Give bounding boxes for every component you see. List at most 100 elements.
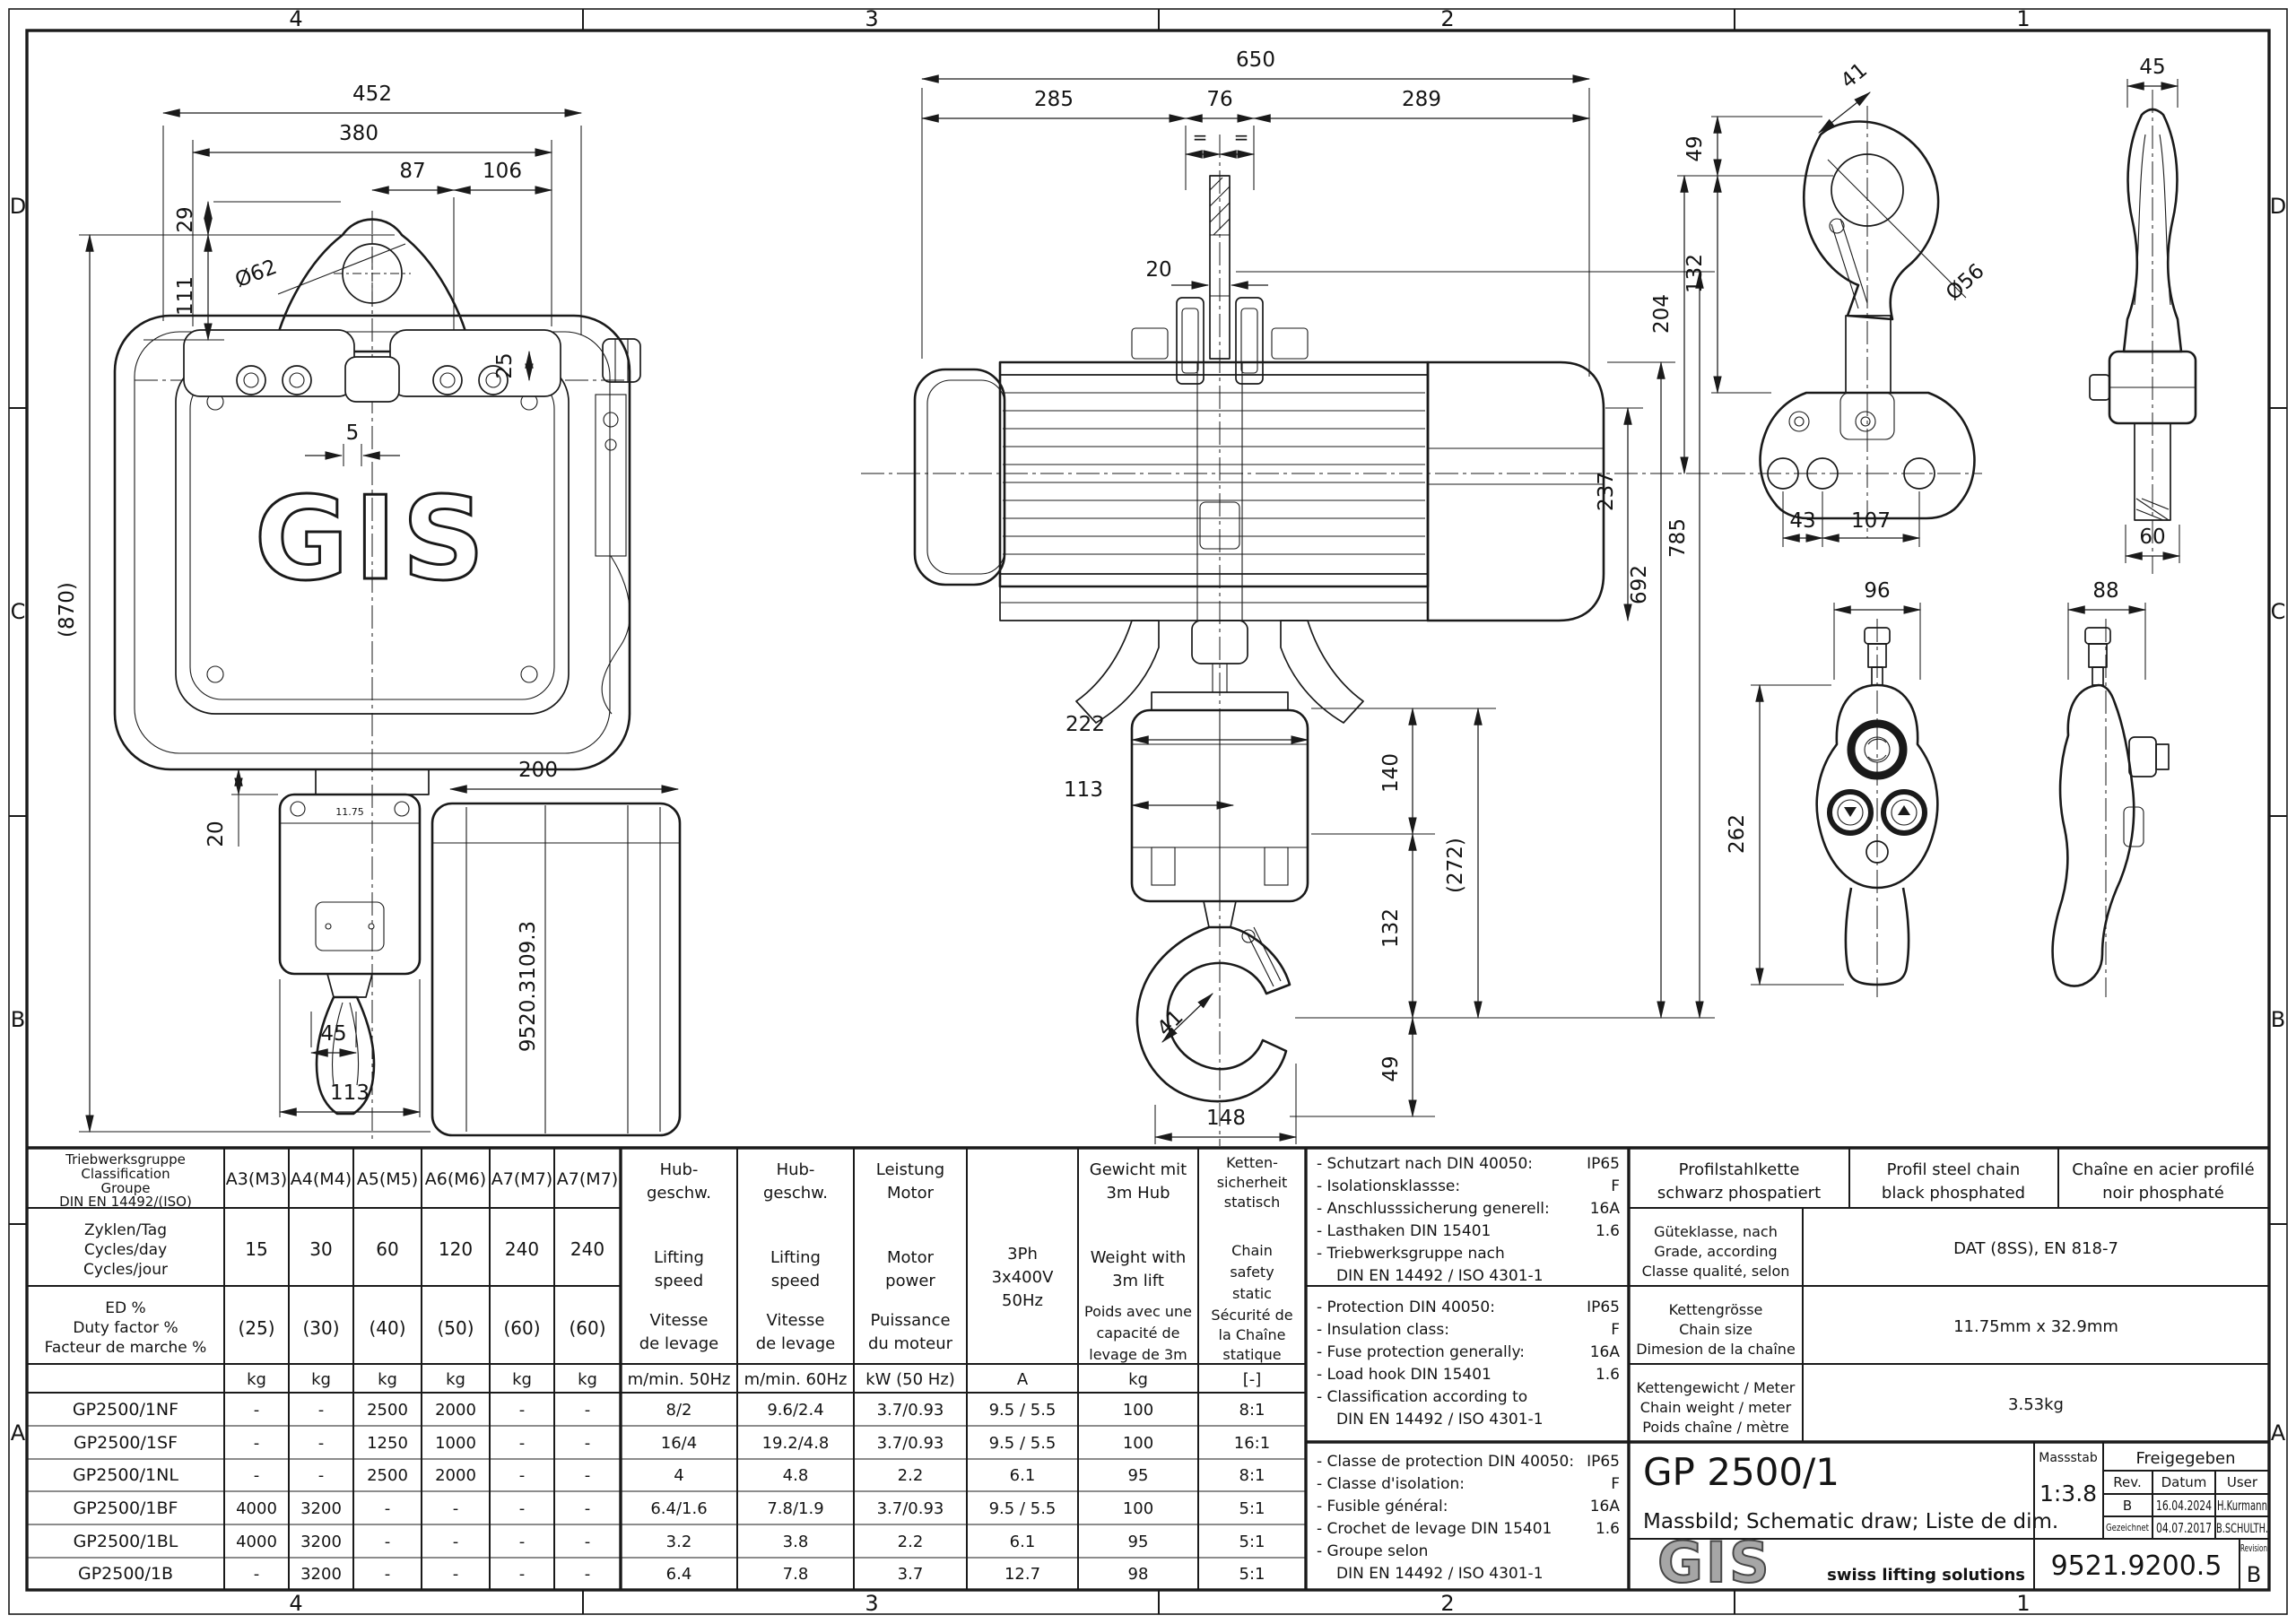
spec-cell: -: [453, 1533, 459, 1551]
gis-logo-titleblock: GIS: [1657, 1530, 1772, 1595]
spec-cell: -: [453, 1565, 459, 1584]
dim-41-side: 41: [1153, 1006, 1188, 1041]
dim-285: 285: [1034, 88, 1074, 111]
duty-value: (60): [503, 1317, 540, 1339]
chain-safety-header: sicherheit: [1217, 1174, 1288, 1191]
spec-cell: -: [585, 1434, 591, 1453]
dim-452: 452: [352, 83, 392, 106]
dim-289: 289: [1402, 88, 1441, 111]
spec-cell: 98: [1128, 1565, 1149, 1584]
drawn-label: Gezeichnet: [2106, 1522, 2150, 1533]
spec-cell: -: [519, 1434, 526, 1453]
duty-value: (60): [569, 1317, 605, 1339]
weight-header: Weight with: [1091, 1248, 1187, 1267]
zone-right-b: B: [2271, 1007, 2285, 1032]
weight-header: levage de 3m: [1089, 1346, 1187, 1363]
spec-cell: 7.8: [783, 1565, 809, 1584]
zone-top-3: 3: [865, 6, 878, 31]
chain-size-label: Kettengrösse: [1669, 1301, 1763, 1318]
spec-cell: 2.2: [898, 1533, 924, 1551]
power-header: power: [885, 1272, 935, 1290]
hub60-header: Hub-: [777, 1160, 815, 1179]
note-de: - Anschlusssicherung generell:: [1317, 1200, 1550, 1218]
hub60-header: Lifting: [770, 1248, 821, 1267]
chain-safety-header: static: [1232, 1285, 1272, 1302]
phase-header: 3Ph: [1007, 1245, 1038, 1264]
chainbox-part-number: 9520.3109.3: [517, 921, 540, 1052]
spec-cell: 12.7: [1004, 1565, 1040, 1584]
rev-date: 16.04.2024: [2156, 1498, 2212, 1514]
dim-111: 111: [174, 276, 197, 316]
note-de-value: 1.6: [1596, 1222, 1620, 1240]
spec-cell: 2500: [367, 1466, 408, 1485]
cycles-label: Zyklen/Tag: [84, 1221, 167, 1239]
note-fr: - Classe de protection DIN 40050:: [1317, 1453, 1574, 1471]
note-en-value: 16A: [1590, 1343, 1621, 1361]
spec-cell: -: [318, 1466, 325, 1485]
spec-cell: 3.7/0.93: [877, 1434, 944, 1453]
chain-safety-header: safety: [1230, 1264, 1274, 1281]
duty-value: (25): [238, 1317, 274, 1339]
zone-bottom-1: 1: [2016, 1591, 2030, 1616]
spec-cell: 7.8/1.9: [767, 1499, 823, 1518]
note-de: - Isolationsklassse:: [1317, 1177, 1460, 1195]
arrow-down-icon: [1844, 807, 1857, 817]
rev-letter: B: [2123, 1498, 2132, 1514]
spec-cell: 19.2/4.8: [762, 1434, 830, 1453]
note-en-value: F: [1611, 1321, 1620, 1339]
spec-cell: 3.7: [898, 1565, 924, 1584]
spec-cell: 100: [1123, 1401, 1153, 1420]
spec-cell: -: [254, 1434, 260, 1453]
weight-header: 3m Hub: [1106, 1184, 1170, 1203]
spec-cell: 5:1: [1239, 1565, 1265, 1584]
spec-cell: 2500: [367, 1401, 408, 1420]
spec-cell: -: [585, 1565, 591, 1584]
dim-88: 88: [2092, 579, 2118, 603]
grade-label: Grade, according: [1654, 1243, 1777, 1260]
spec-cell: 9.5 / 5.5: [989, 1401, 1057, 1420]
pendant-side-view: 88: [2051, 579, 2170, 987]
duty-label: ED %: [105, 1299, 145, 1317]
spec-cell: 16:1: [1234, 1434, 1270, 1453]
model-name: GP2500/1BF: [74, 1498, 178, 1518]
hub60-header: de levage: [756, 1334, 835, 1353]
chain-size-label: Dimesion de la chaîne: [1636, 1341, 1796, 1358]
dim-262: 262: [1726, 814, 1749, 854]
gis-logo-front: GIS: [255, 473, 491, 606]
group-header: A6(M6): [425, 1169, 486, 1189]
hub50-header: de levage: [639, 1334, 718, 1353]
chain-weight-label: Chain weight / meter: [1640, 1399, 1792, 1416]
hub50-header: Lifting: [654, 1248, 704, 1267]
spec-cell: 3.2: [666, 1533, 692, 1551]
spec-cell: 4000: [236, 1533, 277, 1551]
spec-cell: 100: [1123, 1499, 1153, 1518]
dim-43: 43: [1789, 509, 1815, 533]
centerlines: [135, 90, 2153, 1146]
model-name: GP2500/1B: [78, 1564, 173, 1584]
spec-cell: -: [385, 1565, 391, 1584]
chain-weight-label: Kettengewicht / Meter: [1637, 1379, 1796, 1396]
dim-692: 692: [1628, 565, 1651, 604]
dim-200: 200: [518, 759, 558, 782]
product-id: GP 2500/1: [1643, 1450, 1839, 1494]
zone-left-c: C: [11, 599, 26, 624]
duty-label: Facteur de marche %: [45, 1339, 207, 1357]
spec-cell: -: [254, 1466, 260, 1485]
spec-cell: 95: [1128, 1466, 1149, 1485]
note-fr: - Fusible général:: [1317, 1498, 1448, 1515]
note-fr-value: F: [1611, 1475, 1620, 1493]
note-de: - Schutzart nach DIN 40050:: [1317, 1155, 1533, 1173]
chain-head-fr: noir phosphaté: [2102, 1184, 2224, 1203]
duty-label: Duty factor %: [73, 1319, 178, 1337]
drawn-date: 04.07.2017: [2156, 1520, 2212, 1536]
dim-96: 96: [1864, 579, 1890, 603]
dim-650: 650: [1236, 48, 1275, 72]
chain-head-de: Profilstahlkette: [1679, 1160, 1800, 1179]
front-view: GIS 11.75 9520.3109.3 452 380 87 106 29 …: [56, 83, 682, 1137]
spec-cell: 100: [1123, 1434, 1153, 1453]
spec-cell: 3200: [300, 1499, 342, 1518]
zone-top-4: 4: [289, 6, 302, 31]
